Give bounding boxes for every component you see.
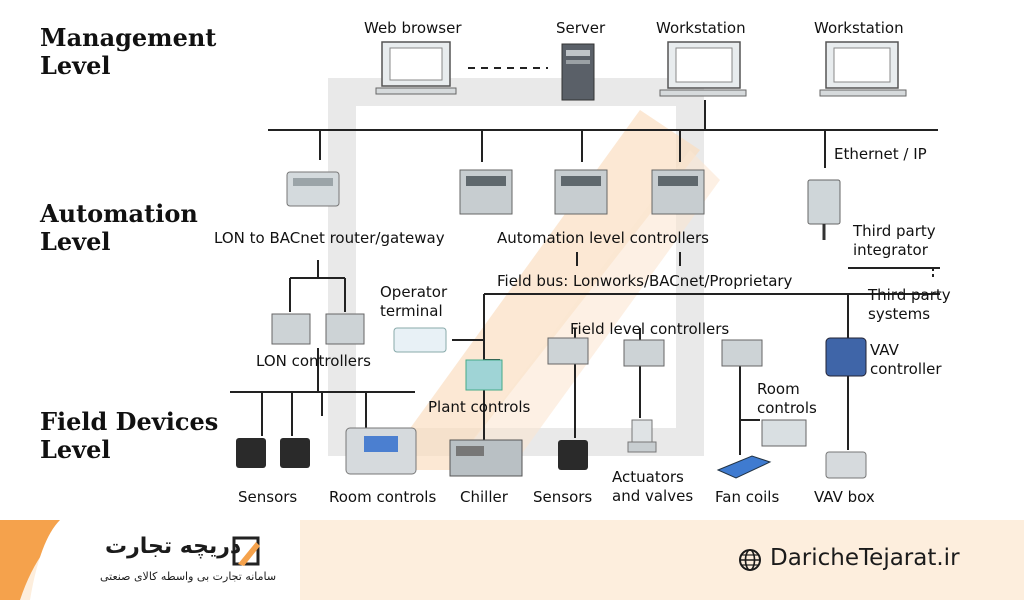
globe-icon: [739, 549, 761, 571]
fan-coil-unit: [716, 455, 772, 479]
vav-controller-label: VAV controller: [870, 341, 942, 379]
vav-controller-line-1: VAV: [870, 341, 899, 359]
brand-name: دریچه تجارت: [105, 534, 242, 559]
third-party-systems-line-2: systems: [868, 305, 931, 323]
plant-controls-device: [465, 359, 503, 391]
vav-controller-line-2: controller: [870, 360, 942, 378]
operator-terminal-label: Operator terminal: [380, 283, 447, 321]
sensor-2: [280, 438, 310, 468]
room-controls-mid-device: [761, 419, 807, 447]
field-level-line-2: Level: [40, 435, 111, 464]
vav-box-unit: [825, 451, 867, 479]
sensor-3: [558, 440, 588, 470]
sensors-2-label: Sensors: [533, 488, 593, 506]
room-controls-label: Room controls: [329, 488, 437, 506]
sensors-1-label: Sensors: [238, 488, 298, 506]
actuators-line-2: and valves: [612, 487, 694, 505]
network-diagram: Management Level Automation Level Field …: [40, 19, 951, 506]
field-controller-2: [623, 339, 665, 367]
lon-router-label: LON to BACnet router/gateway: [214, 229, 445, 247]
room-controls-mid-line-1: Room: [757, 380, 800, 398]
room-controls-mid-label: Room controls: [757, 380, 817, 418]
automation-level-line-2: Level: [40, 227, 111, 256]
field-controller-1: [547, 337, 589, 365]
automation-level-line-1: Automation: [40, 199, 198, 228]
actuators-label: Actuators and valves: [612, 468, 693, 506]
lon-controller-1: [271, 313, 311, 345]
third-party-integrator-line-2: integrator: [853, 241, 928, 259]
lon-field-lines: [230, 348, 415, 436]
room-controls-mid-line-2: controls: [757, 399, 817, 417]
management-level-line-2: Level: [40, 51, 111, 80]
actuators-line-1: Actuators: [612, 468, 684, 486]
diagram-graphics: [230, 41, 940, 479]
room-controls-panel: [345, 427, 417, 475]
fan-coils-label: Fan coils: [715, 488, 780, 506]
automation-controller-1: [459, 169, 513, 215]
third-party-systems-label: Third party systems: [868, 286, 951, 324]
lon-controllers-label: LON controllers: [256, 352, 371, 370]
website-link[interactable]: DaricheTejarat.ir: [770, 545, 960, 571]
plant-controls-label: Plant controls: [428, 398, 531, 416]
automation-controllers-label: Automation level controllers: [497, 229, 709, 247]
third-party-integrator-label: Third party integrator: [853, 222, 936, 260]
operator-terminal-line-2: terminal: [380, 302, 443, 320]
sensor-1: [236, 438, 266, 468]
management-level-line-1: Management: [40, 23, 217, 52]
third-party-integrator-device: [807, 179, 841, 240]
third-party-integrator-line-1: Third party: [853, 222, 936, 240]
workstation-2-label: Workstation: [814, 19, 904, 37]
field-controller-3: [721, 339, 763, 367]
web-browser-label: Web browser: [364, 19, 462, 37]
lon-controller-2: [325, 313, 365, 345]
web-browser-computer: [375, 41, 457, 95]
field-level-controllers-label: Field level controllers: [570, 320, 730, 338]
server-tower: [561, 43, 595, 101]
ethernet-bus: [268, 100, 938, 168]
automation-level-label: Automation Level: [40, 200, 198, 256]
operator-terminal-line-1: Operator: [380, 283, 448, 301]
workstation-1-computer: [659, 41, 747, 97]
third-party-systems-line-1: Third party: [868, 286, 951, 304]
brand-logo-icon: [232, 536, 260, 566]
brand-tagline: سامانه تجارت بی واسطه کالای صنعتی: [100, 570, 277, 583]
vav-box-label: VAV box: [814, 488, 875, 506]
footer-banner: دریچه تجارت سامانه تجارت بی واسطه کالای …: [0, 520, 1024, 600]
server-label: Server: [556, 19, 606, 37]
vav-controller-device: [825, 337, 867, 377]
management-level-label: Management Level: [40, 24, 216, 80]
ethernet-label: Ethernet / IP: [834, 145, 927, 163]
field-level-line-1: Field Devices: [40, 407, 219, 436]
chiller-label: Chiller: [460, 488, 508, 506]
field-bus-label: Field bus: Lonworks/BACnet/Proprietary: [497, 272, 793, 290]
automation-controller-3: [651, 169, 705, 215]
operator-terminal-device: [393, 327, 447, 353]
workstation-1-label: Workstation: [656, 19, 746, 37]
actuator-valve: [627, 419, 657, 453]
field-level-label: Field Devices Level: [40, 408, 218, 464]
chiller-unit: [449, 439, 523, 477]
automation-controller-2: [554, 169, 608, 215]
workstation-2-computer: [819, 41, 907, 97]
lon-router-device: [286, 171, 340, 207]
